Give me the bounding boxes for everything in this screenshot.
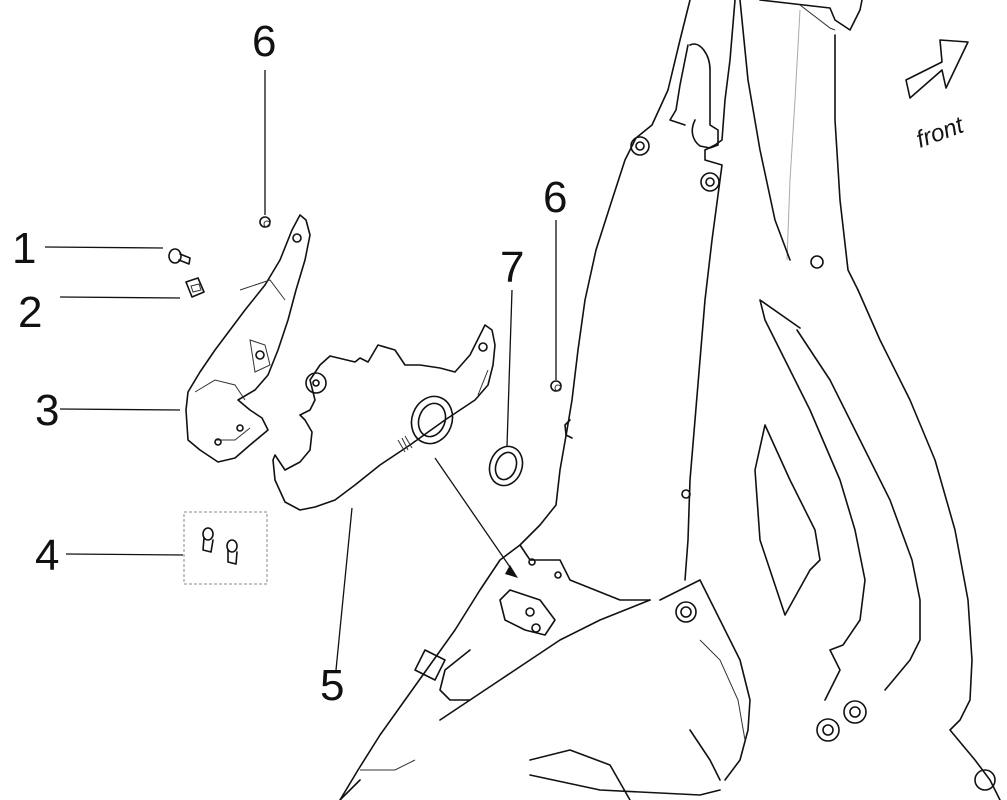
callout-7: 7 (500, 243, 524, 292)
part-3-bracket (185, 214, 311, 463)
part-7-seal-ring (488, 445, 524, 487)
arrowhead (505, 565, 518, 578)
callout-6-lower: 6 (543, 173, 567, 222)
callout-6-upper: 6 (252, 17, 276, 66)
arrow-icon (905, 39, 969, 99)
part-2-nut (185, 277, 205, 298)
stamp-text (397, 435, 413, 453)
callout-4: 4 (35, 531, 59, 580)
callout-1: 1 (12, 224, 36, 273)
front-label: front (913, 111, 969, 153)
frame (339, 0, 1001, 800)
part-6-bolt-lower (550, 380, 562, 392)
callout-2: 2 (18, 288, 42, 337)
front-indicator: front (905, 39, 969, 154)
frame-bolt (525, 136, 996, 791)
part-4-bolts (183, 511, 268, 585)
callout-5: 5 (320, 661, 344, 710)
callout-3: 3 (35, 386, 59, 435)
part-1-screw (168, 248, 191, 265)
leader-lines (44, 70, 557, 671)
part-5-cover (272, 324, 496, 511)
part-6-bolt-upper (259, 216, 271, 228)
